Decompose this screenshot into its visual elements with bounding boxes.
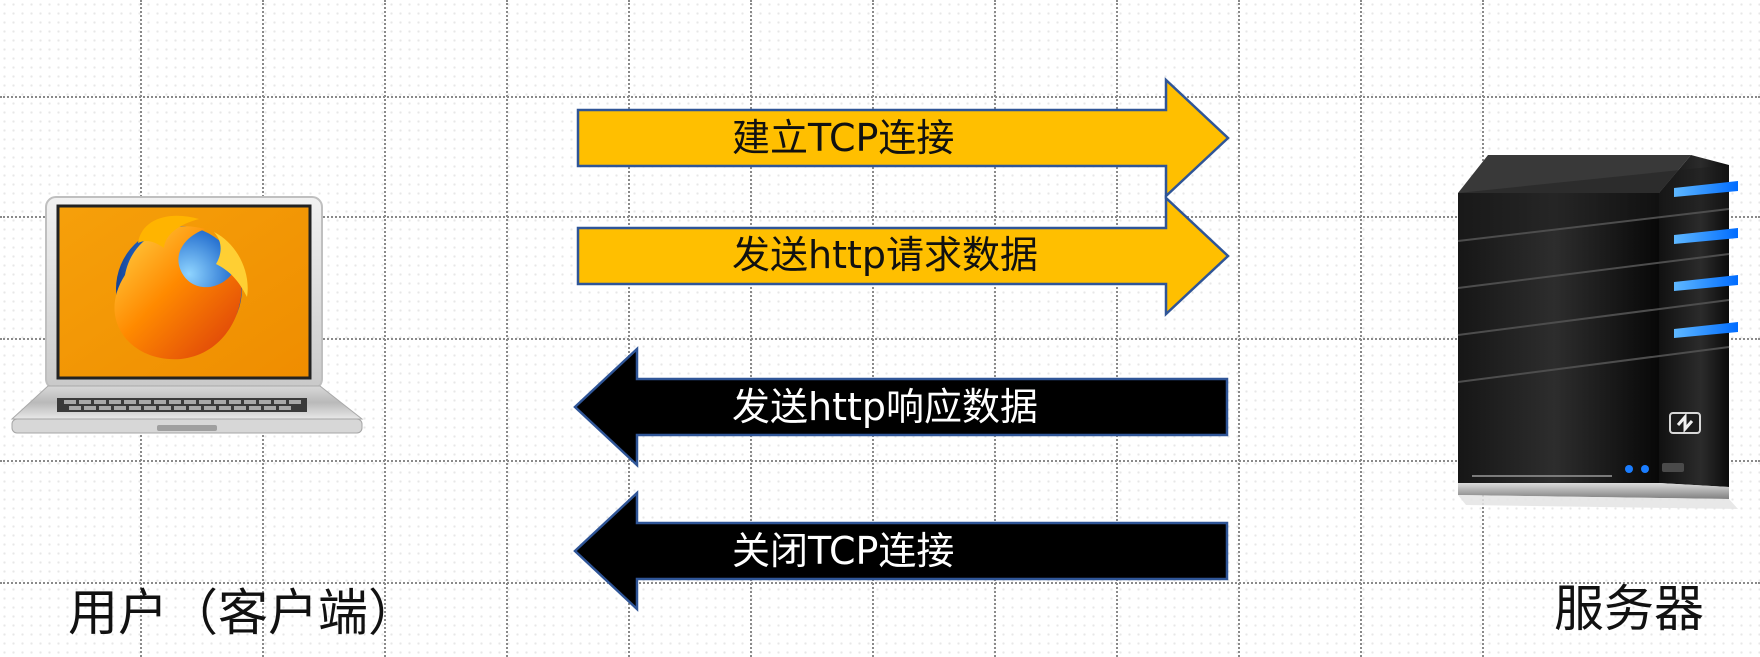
grid-line xyxy=(1360,0,1362,657)
close-connection-arrow xyxy=(573,490,1229,612)
response-data-arrow xyxy=(573,346,1229,468)
close-tcp-connection-label: 关闭TCP连接 xyxy=(732,529,955,573)
grid-line xyxy=(872,0,874,657)
grid-line xyxy=(0,338,1760,340)
grid-line xyxy=(0,460,1760,462)
grid-line xyxy=(506,0,508,657)
server-label: 服务器 xyxy=(1554,580,1704,638)
grid-line xyxy=(628,0,630,657)
send-http-request-label: 发送http请求数据 xyxy=(732,233,1039,277)
grid-line xyxy=(1116,0,1118,657)
client-label: 用户（客户端） xyxy=(68,584,418,642)
grid-line xyxy=(994,0,996,657)
grid-line xyxy=(750,0,752,657)
grid-line xyxy=(0,96,1760,98)
grid-line xyxy=(384,0,386,657)
grid-line xyxy=(0,216,1760,218)
request-connection-arrow xyxy=(576,77,1230,199)
establish-tcp-connection-label: 建立TCP连接 xyxy=(732,116,955,160)
request-data-arrow xyxy=(576,195,1230,317)
send-http-response-label: 发送http响应数据 xyxy=(732,385,1039,429)
grid-line xyxy=(0,582,1760,584)
laptop-browser-icon xyxy=(10,196,364,434)
grid-line xyxy=(1238,0,1240,657)
tower-server-icon xyxy=(1457,155,1738,509)
